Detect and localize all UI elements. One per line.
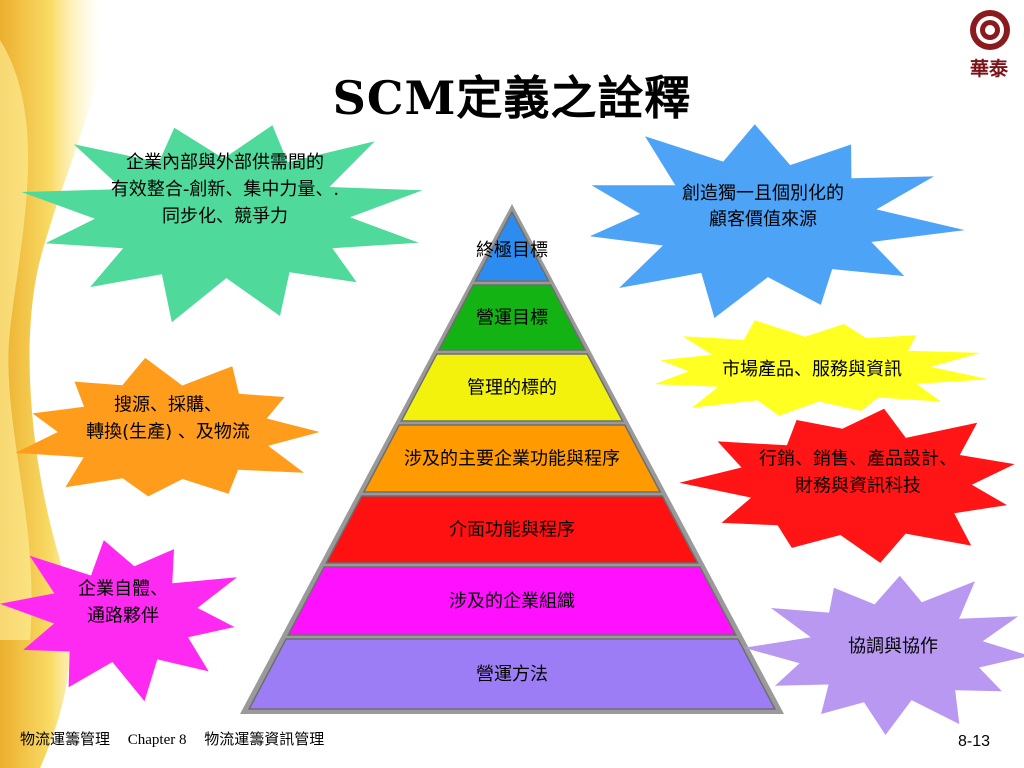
callout-label: 通路夥伴: [87, 606, 159, 627]
callout-label: 協調與協作: [848, 636, 938, 657]
callout-label: 創造獨一且個別化的: [682, 183, 844, 204]
pyramid-tier-label: 營運方法: [476, 664, 548, 685]
pyramid-tier-label: 介面功能與程序: [449, 520, 575, 541]
pyramid-tier-label: 終極目標: [476, 240, 548, 261]
footer: 物流運籌管理 Chapter 8 物流運籌資訊管理: [20, 728, 338, 749]
pyramid-tier: [286, 566, 738, 636]
callout-label: 行銷、銷售、產品設計、: [759, 449, 957, 470]
callout-burst-sourcing: [15, 357, 320, 497]
logo-text: 華泰: [969, 58, 1008, 80]
callout-label: 有效整合-創新、集中力量、.: [111, 179, 339, 200]
pyramid-tier: [362, 424, 662, 493]
callout-label: 轉換(生產) 、及物流: [86, 422, 250, 443]
callout-label: 市場產品、服務與資訊: [722, 359, 902, 380]
callout-burst-marketing: [679, 408, 1015, 563]
callout-label: 企業內部與外部供需間的: [126, 152, 324, 173]
page-number: 8-13: [958, 733, 991, 750]
pyramid-tier-label: 營運目標: [476, 308, 548, 329]
callout-burst-integration: [21, 125, 423, 323]
callout-burst-coordination: [744, 575, 1024, 735]
callout-label: 搜源、採購、: [114, 395, 222, 416]
pyramid-tier: [400, 353, 624, 422]
callout-label: 同步化、競爭力: [162, 206, 288, 227]
pyramid-tier: [474, 210, 550, 282]
callout-label: 財務與資訊科技: [795, 476, 921, 497]
pyramid: 終極目標營運目標管理的標的涉及的主要企業功能與程序介面功能與程序涉及的企業組織營…: [240, 204, 784, 714]
callout-label: 企業自體、: [78, 579, 168, 600]
callout-burst-value: [589, 124, 965, 318]
pyramid-tier: [437, 284, 587, 351]
background-swirl-highlight: [0, 40, 32, 640]
pyramid-tier-label: 涉及的主要企業功能與程序: [404, 449, 620, 470]
footer-chapter: Chapter 8: [127, 732, 187, 748]
pyramid-tier-label: 涉及的企業組織: [449, 591, 575, 612]
footer-course: 物流運籌管理: [20, 732, 111, 748]
callout-burst-market: [654, 320, 989, 416]
pyramid-tier: [247, 638, 777, 710]
callout-burst-partners: [0, 540, 237, 702]
logo-icon: [970, 10, 1010, 50]
footer-topic: 物流運籌資訊管理: [204, 732, 325, 748]
callout-label: 顧客價值來源: [709, 209, 817, 230]
pyramid-tier: [325, 495, 699, 564]
slide-title: SCM定義之詮釋: [332, 71, 692, 125]
pyramid-tier-label: 管理的標的: [467, 378, 557, 399]
